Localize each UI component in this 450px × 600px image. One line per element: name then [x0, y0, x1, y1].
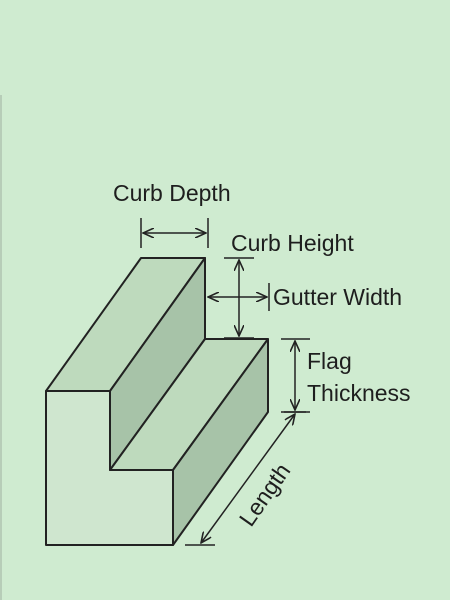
curb-depth-label: Curb Depth [113, 180, 231, 206]
curb-depth-dimension [140, 218, 209, 248]
curb-height-label: Curb Height [231, 230, 354, 256]
gutter-width-dimension [208, 283, 270, 311]
gutter-width-label: Gutter Width [273, 284, 402, 310]
flag-label: Flag [307, 348, 352, 374]
left-edge-line [0, 95, 2, 600]
flag-thickness-dimension [281, 338, 310, 413]
length-dimension [185, 411, 306, 546]
curb-height-dimension [224, 257, 254, 339]
thickness-label: Thickness [307, 380, 411, 406]
length-label: Length [234, 458, 296, 531]
curb-gutter-block [45, 257, 269, 546]
